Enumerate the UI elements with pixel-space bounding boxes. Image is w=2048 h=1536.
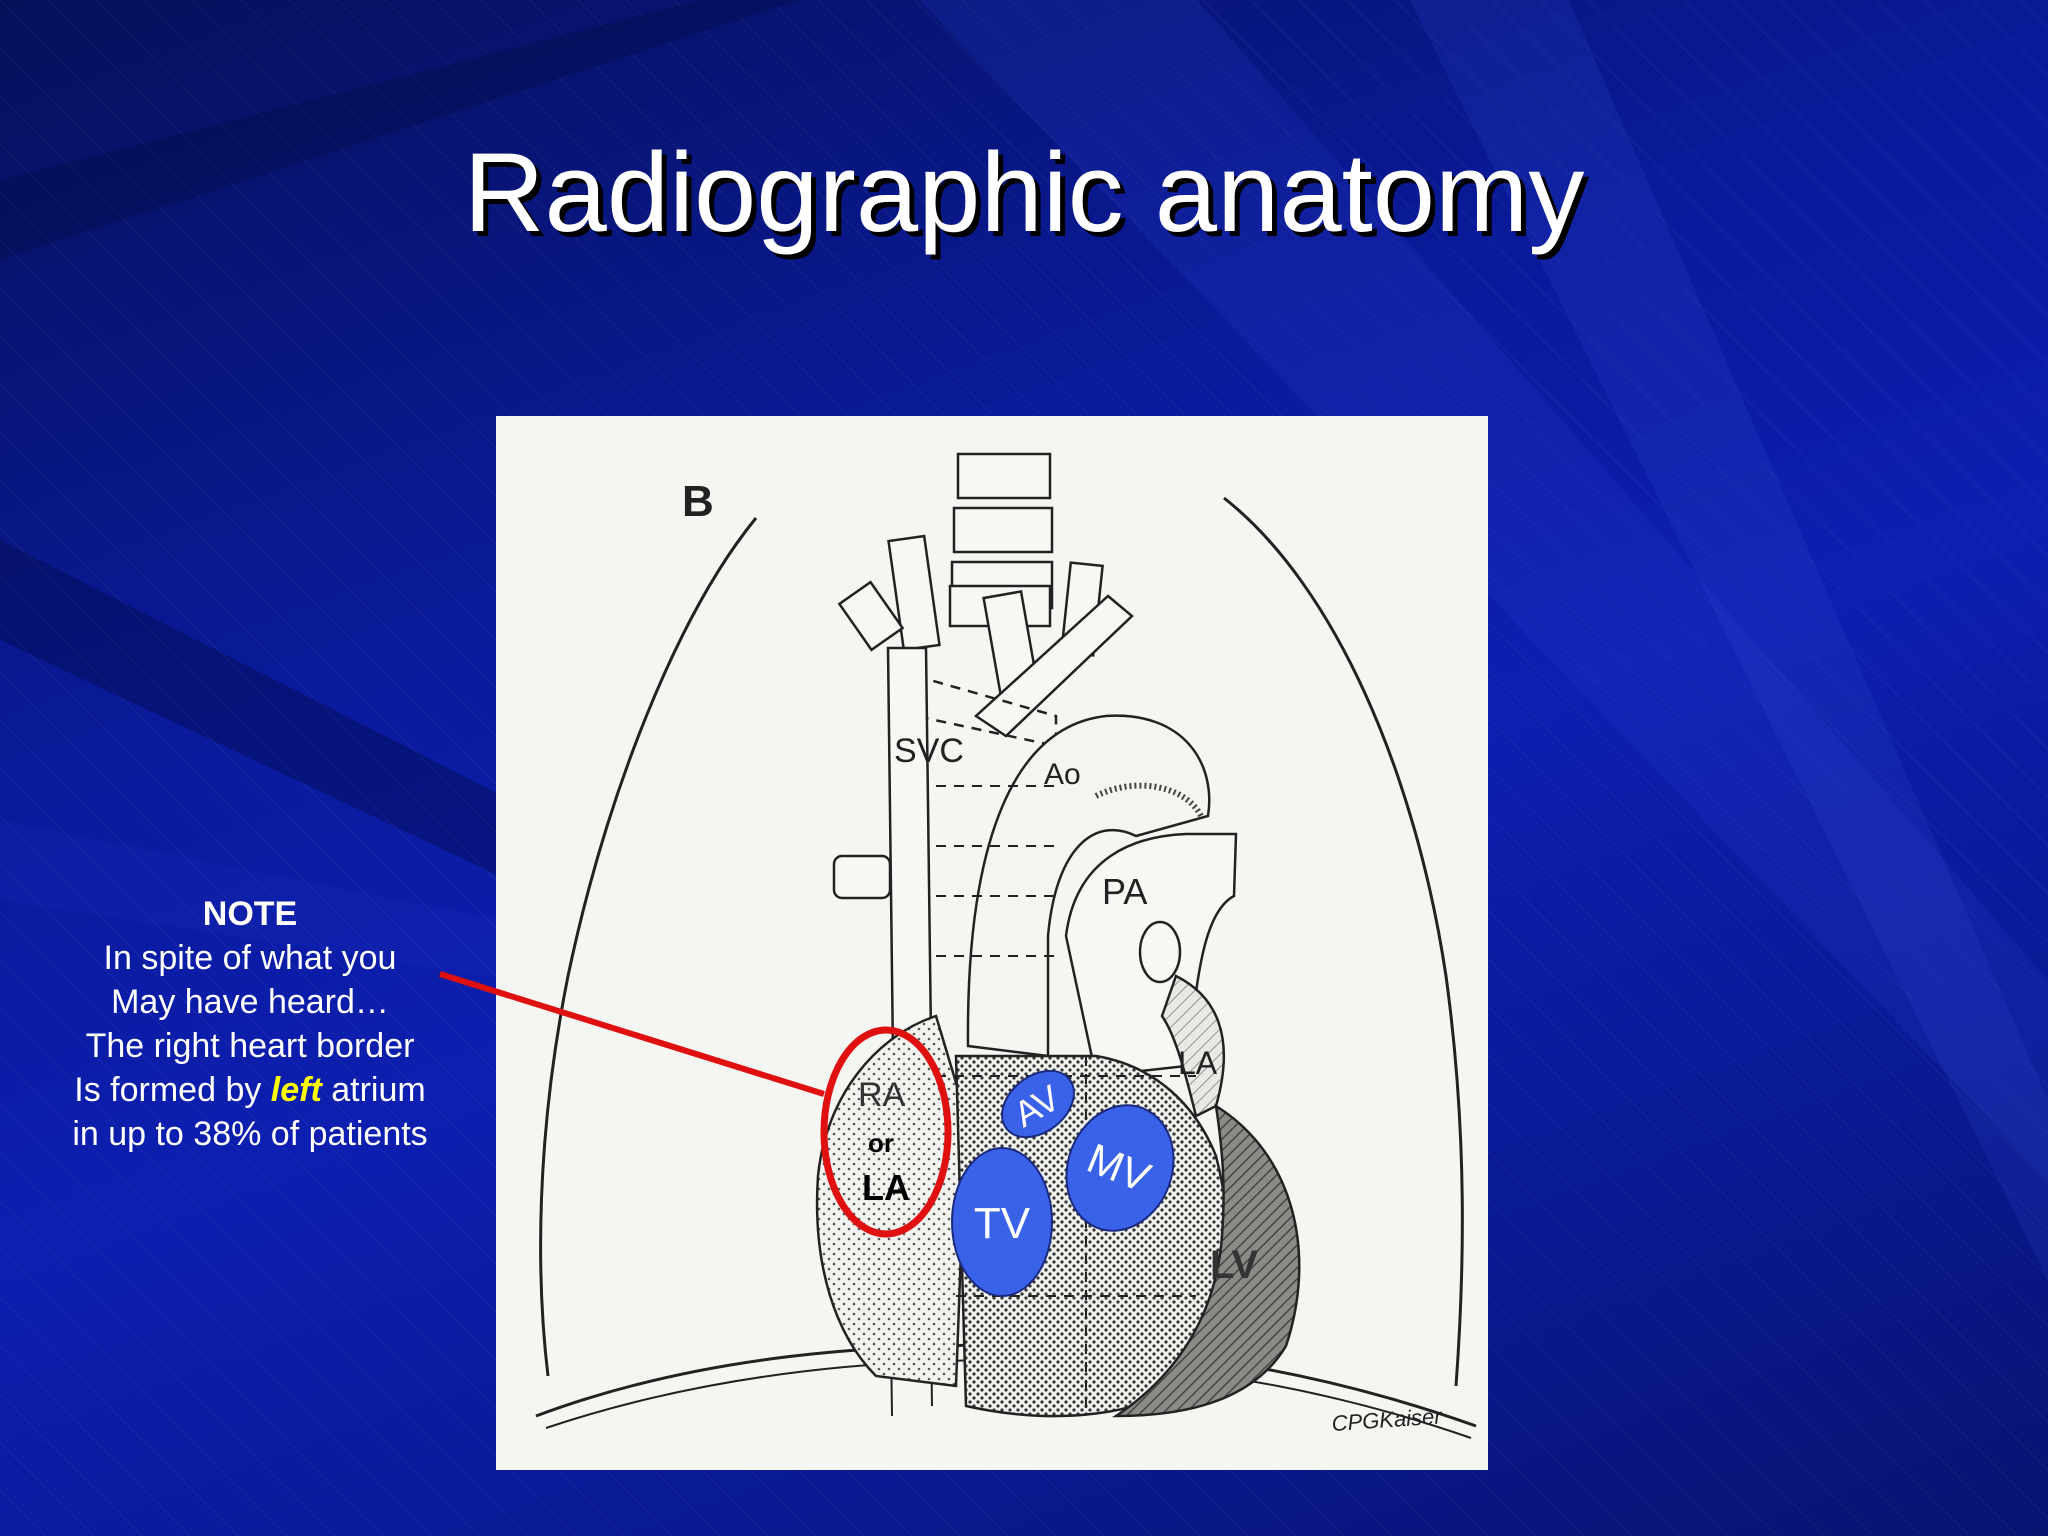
- ao-label: Ao: [1044, 758, 1081, 791]
- heart-drawing: B SVC Ao PA LA LV RA or LA CPGKaiser: [535, 452, 1477, 1439]
- note-line-4-end: atrium: [321, 1071, 426, 1109]
- note-line-4-start: Is formed by: [74, 1071, 271, 1109]
- ra-label: RA: [858, 1076, 906, 1114]
- pa-label: PA: [1102, 871, 1147, 912]
- aortic-arch: [966, 714, 1211, 1058]
- note-line-5: in up to 38% of patients: [72, 1115, 428, 1153]
- note-emphasis-left: left: [270, 1071, 322, 1109]
- note-line-1: In spite of what you: [103, 939, 397, 977]
- svc-label: SVC: [894, 732, 964, 770]
- illustrator-signature: CPGKaiser: [1331, 1403, 1444, 1436]
- note-line-4: Is formed by left atrium: [40, 1068, 460, 1112]
- or-label: or: [868, 1128, 894, 1158]
- lv-label: LV: [1210, 1243, 1258, 1287]
- note-heading: NOTE: [202, 895, 298, 933]
- azygos-stub: [832, 854, 892, 900]
- note-line-2: May have heard…: [111, 983, 389, 1021]
- panel-letter: B: [682, 477, 714, 526]
- left-ventricle: [1111, 1103, 1301, 1418]
- left-lung-outline: [1223, 496, 1464, 1387]
- note-line-3: The right heart border: [85, 1027, 415, 1065]
- slide-title: Radiographic anatomy: [463, 130, 1585, 255]
- great-vessels: [837, 534, 1134, 748]
- right-lung-outline: [539, 517, 758, 1377]
- anatomy-figure: B SVC Ao PA LA LV RA or LA CPGKaiser: [496, 416, 1488, 1470]
- note-block: NOTE In spite of what you May have heard…: [40, 892, 460, 1156]
- la-alt-label: LA: [862, 1167, 910, 1208]
- la-label: LA: [1178, 1045, 1218, 1081]
